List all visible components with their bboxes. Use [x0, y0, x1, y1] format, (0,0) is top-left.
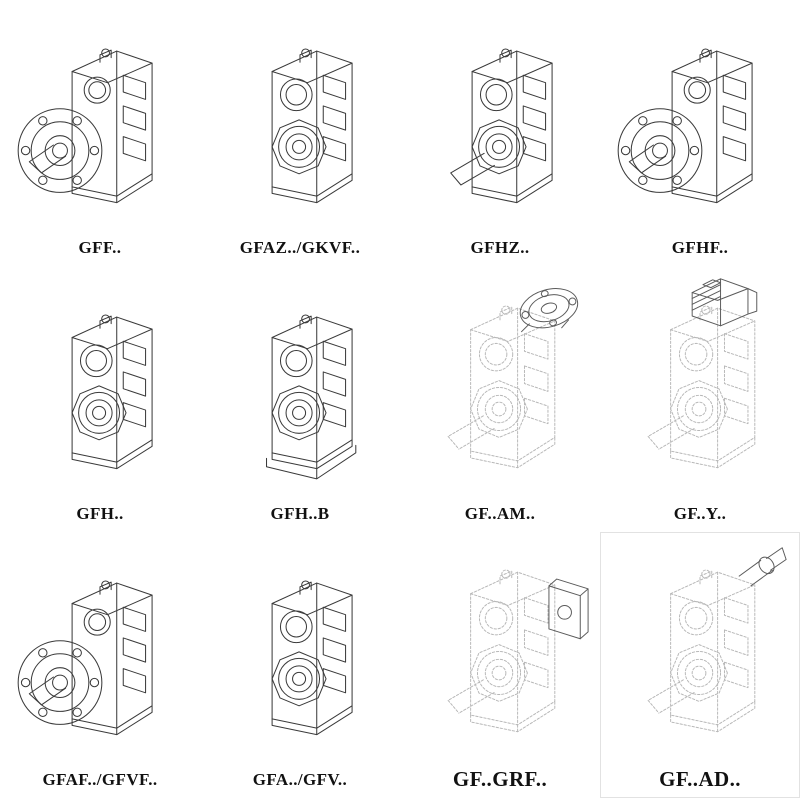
product-label: GFH..B	[270, 504, 330, 523]
product-cell-gf-y: GF..Y..	[600, 266, 800, 532]
product-label: GFH..	[76, 504, 124, 523]
product-label: GFHZ..	[470, 238, 530, 257]
product-label: GFHF..	[671, 238, 729, 257]
gearbox-iec-adapter-flange-icon	[401, 271, 599, 501]
product-label: GFF..	[78, 238, 122, 257]
gearbox-hollow-shaft-icon	[7, 281, 193, 501]
gearbox-input-shaft-adapter-icon	[601, 535, 799, 765]
gearbox-hollow-shaft-icon	[207, 547, 393, 767]
product-label: GFAF../GFVF..	[42, 770, 158, 789]
product-label: GF..AM..	[464, 504, 536, 523]
product-cell-gfa-gfv: GFA../GFV..	[200, 532, 400, 798]
product-cell-gfhz: GFHZ..	[400, 0, 600, 266]
product-cell-gf-am: GF..AM..	[400, 266, 600, 532]
product-label: GF..AD..	[659, 767, 741, 791]
product-label: GFAZ../GKVF..	[239, 238, 361, 257]
gearbox-hollow-shaft-icon	[207, 15, 393, 235]
product-cell-gfaf-gfvf: GFAF../GFVF..	[0, 532, 200, 798]
product-cell-gfh-b: GFH..B	[200, 266, 400, 532]
product-cell-gfhf: GFHF..	[600, 0, 800, 266]
product-cell-gfh: GFH..	[0, 266, 200, 532]
product-label: GF..GRF..	[452, 767, 548, 791]
product-cell-gff: GFF..	[0, 0, 200, 266]
gearbox-solid-shaft-icon	[407, 15, 593, 235]
product-label: GFA../GFV..	[252, 770, 348, 789]
product-cell-gfaz-gkvf: GFAZ../GKVF..	[200, 0, 400, 266]
gearbox-output-flange-icon	[607, 15, 793, 235]
gearbox-hollow-shaft-base-icon	[207, 281, 393, 501]
product-label: GF..Y..	[673, 504, 727, 523]
gearbox-output-flange-icon	[7, 547, 193, 767]
gearbox-input-adapter-box-icon	[401, 535, 599, 765]
gearbox-with-motor-icon	[601, 271, 799, 501]
gearbox-output-flange-icon	[7, 15, 193, 235]
product-cell-gf-grf: GF..GRF..	[400, 532, 600, 798]
product-cell-gf-ad: GF..AD..	[600, 532, 800, 798]
